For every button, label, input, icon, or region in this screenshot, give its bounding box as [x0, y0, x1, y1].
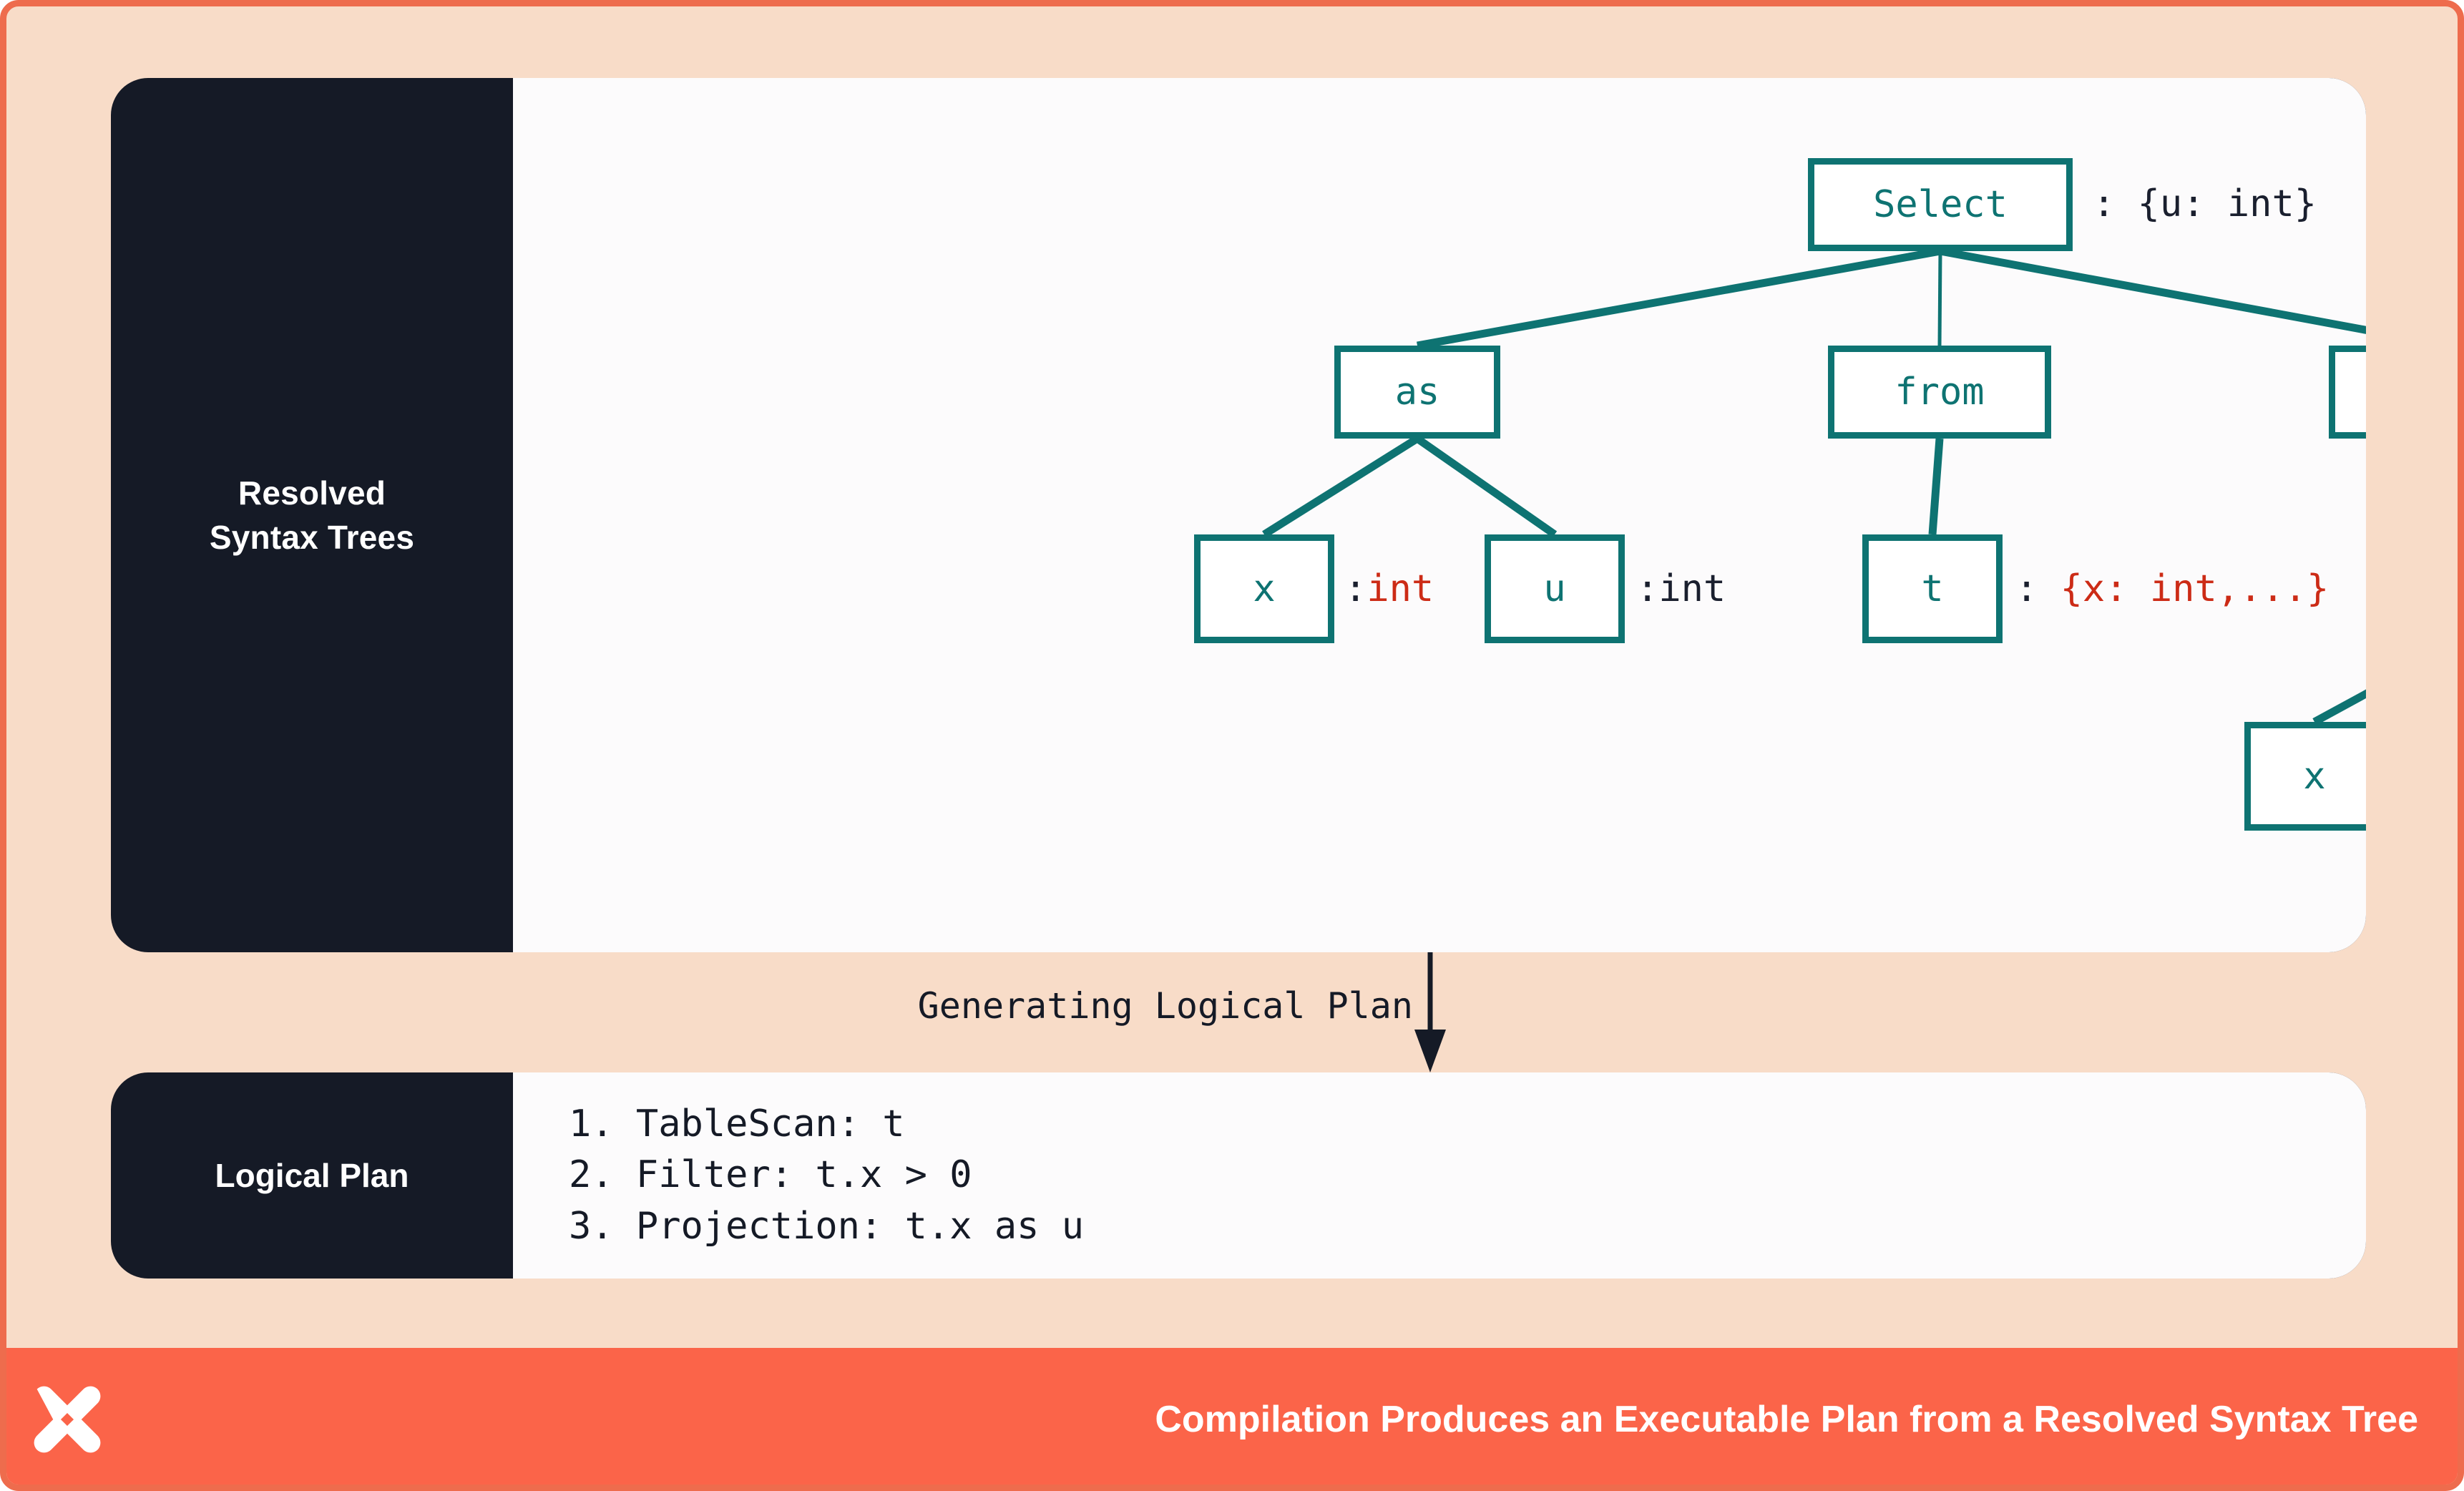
tree-edge	[1939, 247, 2366, 334]
connector-label: Generating Logical Plan	[917, 985, 1413, 1027]
footer-banner: Compilation Produces an Executable Plan …	[6, 1348, 2458, 1485]
rst-label-line1: Resolved	[238, 474, 386, 512]
rst-panel-body: Selectasfromwherexut>x0: {u: int}:int:in…	[513, 78, 2366, 952]
lp-panel-label: Logical Plan	[215, 1156, 409, 1194]
type-annotation-u: :int	[1636, 567, 1726, 610]
logical-plan-panel: Logical Plan 1. TableScan: t 2. Filter: t…	[111, 1072, 2366, 1279]
generating-logical-plan-connector: Generating Logical Plan	[6, 952, 2458, 1074]
connector-arrow-icon	[1414, 952, 1446, 1072]
tree-node-where: where	[2329, 346, 2366, 439]
tree-node-u: u	[1485, 534, 1625, 643]
syntax-tree-edges	[1262, 247, 2366, 725]
tree-node-select: Select	[1808, 158, 2073, 251]
rst-panel-label: Resolved Syntax Trees	[111, 78, 513, 952]
tree-edge	[1928, 438, 1944, 535]
footer-caption: Compilation Produces an Executable Plan …	[1155, 1399, 2418, 1440]
type-annotation-select: : {u: int}	[2093, 182, 2317, 225]
tree-edge	[2312, 689, 2366, 725]
tree-node-t: t	[1862, 534, 2003, 643]
logical-plan-steps: 1. TableScan: t 2. Filter: t.x > 0 3. Proj…	[513, 1099, 1084, 1252]
resolved-syntax-trees-panel: Resolved Syntax Trees Select as from where x…	[111, 78, 2366, 952]
logical-plan-step-1: 1. TableScan: t	[569, 1103, 905, 1146]
syntax-tree-nodes: Selectasfromwherexut>x0: {u: int}:int:in…	[513, 78, 2366, 952]
logical-plan-step-3: 3. Projection: t.x as u	[569, 1204, 1085, 1248]
type-annotation-x1: :int	[1344, 567, 1434, 610]
rst-label-line2: Syntax Trees	[209, 519, 415, 556]
lp-panel-body: 1. TableScan: t 2. Filter: t.x > 0 3. Proj…	[513, 1072, 2366, 1279]
tree-node-from: from	[1828, 346, 2051, 439]
tree-edge	[1417, 247, 1941, 350]
tree-edge	[1414, 435, 1558, 538]
tree-node-x1: x	[1194, 534, 1334, 643]
logical-plan-step-2: 2. Filter: t.x > 0	[569, 1153, 972, 1197]
tree-edge	[1262, 435, 1419, 538]
type-annotation-t: : {x: int,...}	[2015, 567, 2329, 610]
x-mark-logo-icon	[34, 1386, 101, 1453]
tree-node-as: as	[1334, 346, 1500, 439]
tree-node-x2: x	[2244, 722, 2366, 831]
